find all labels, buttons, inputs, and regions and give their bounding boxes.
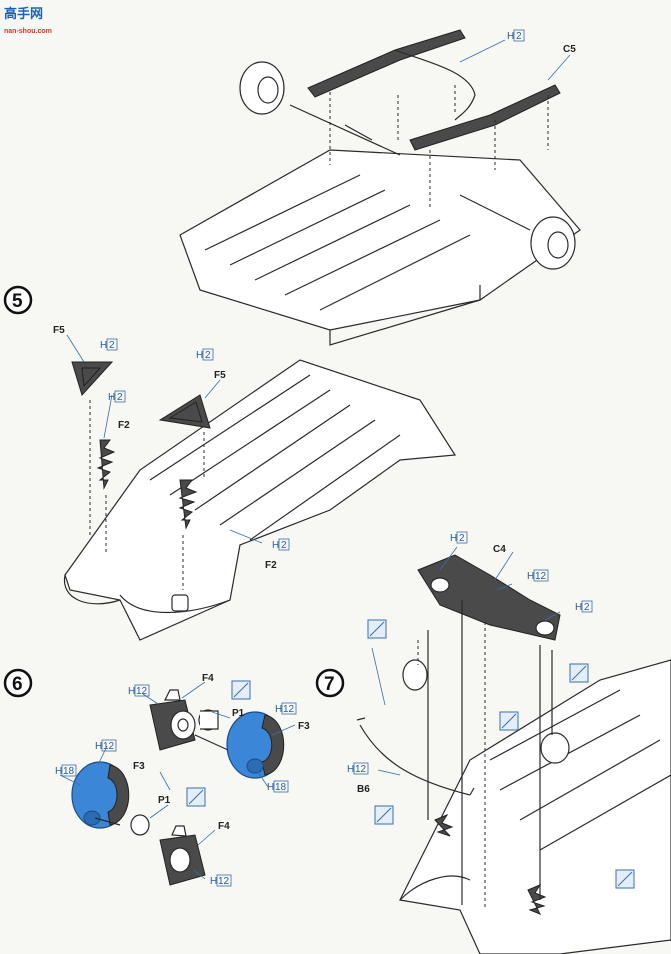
c4-crossmember bbox=[417, 554, 561, 641]
part-label-f5-mid: F5 bbox=[214, 370, 226, 381]
svg-text:2: 2 bbox=[205, 350, 211, 361]
step6-code-h12-left: H 12 bbox=[95, 739, 117, 752]
svg-text:H: H bbox=[196, 350, 203, 361]
chassis-rear-view bbox=[399, 659, 671, 954]
cement-warning-icon bbox=[374, 805, 394, 825]
step-5-badge: 5 bbox=[3, 285, 33, 315]
step4-label-h2-top: H 2 bbox=[507, 29, 525, 42]
paint-code-number: 2 bbox=[516, 31, 522, 42]
cement-warning-icon bbox=[569, 663, 589, 683]
chassis-floor-top bbox=[179, 149, 581, 331]
step-4-illustration bbox=[179, 29, 581, 346]
svg-text:2: 2 bbox=[109, 340, 115, 351]
watermark-url: nan-shou.com bbox=[4, 28, 52, 35]
part-label-f2-bottom: F2 bbox=[265, 560, 277, 571]
part-label-f4-bottom: F4 bbox=[218, 821, 230, 832]
step6-code-h12-top: H 12 bbox=[128, 684, 150, 697]
svg-text:2: 2 bbox=[117, 392, 123, 403]
step-5-number: 5 bbox=[12, 291, 23, 312]
svg-text:12: 12 bbox=[218, 876, 230, 887]
part-label-p1-top: P1 bbox=[232, 708, 245, 719]
part-label-p1-left: P1 bbox=[158, 795, 171, 806]
svg-text:H: H bbox=[527, 571, 534, 582]
part-label-c4: C4 bbox=[493, 544, 506, 555]
watermark-logo-text: 高手网 bbox=[4, 6, 43, 21]
part-label-f3-left: F3 bbox=[133, 761, 145, 772]
svg-text:2: 2 bbox=[281, 540, 287, 551]
step5-code-f5-left: H 2 bbox=[100, 338, 118, 351]
svg-text:H: H bbox=[267, 782, 274, 793]
leaf-spring-lower bbox=[409, 84, 561, 151]
part-label-c5: C5 bbox=[563, 44, 576, 55]
step7-code-h2-b: H 2 bbox=[575, 600, 593, 613]
watermark-logo: 高手网 nan-shou.com bbox=[4, 6, 52, 35]
upright-right bbox=[540, 732, 570, 764]
cement-warning-icon bbox=[499, 711, 519, 731]
cement-warning-icon bbox=[367, 619, 387, 639]
f2-spring-mid bbox=[178, 479, 198, 530]
leaf-spring-upper bbox=[307, 29, 466, 98]
part-label-b6: B6 bbox=[357, 784, 370, 795]
f5-bracket-left bbox=[71, 361, 114, 396]
step6-code-h18-left: H 18 bbox=[55, 764, 77, 777]
step-6-badge: 6 bbox=[3, 668, 33, 698]
step-7-illustration bbox=[356, 546, 671, 954]
cement-warning-icon bbox=[231, 680, 251, 700]
step7-code-h2-a: H 2 bbox=[450, 531, 468, 544]
p1-poly-cap-bottom bbox=[130, 814, 150, 836]
f2-spring-left bbox=[96, 439, 116, 490]
svg-text:2: 2 bbox=[459, 533, 465, 544]
stabilizer-bar-b6 bbox=[359, 724, 471, 796]
svg-text:12: 12 bbox=[535, 571, 547, 582]
svg-text:18: 18 bbox=[275, 782, 287, 793]
f5-bracket-mid bbox=[158, 394, 211, 429]
part-label-f3-right: F3 bbox=[298, 721, 310, 732]
upright-left bbox=[402, 659, 428, 691]
svg-text:H: H bbox=[275, 704, 282, 715]
svg-text:H: H bbox=[210, 876, 217, 887]
svg-text:12: 12 bbox=[103, 741, 115, 752]
svg-text:12: 12 bbox=[355, 764, 367, 775]
step7-code-h12-a: H 12 bbox=[527, 569, 549, 582]
svg-text:H: H bbox=[55, 766, 62, 777]
step7-code-h12-b: H 12 bbox=[347, 762, 369, 775]
step5-code-f2-left: H 2 bbox=[108, 390, 126, 403]
step6-code-h12-bottom: H 12 bbox=[210, 874, 232, 887]
cement-warning-icon bbox=[615, 869, 635, 889]
step5-code-f5-mid: H 2 bbox=[196, 348, 214, 361]
step-7-badge: 7 bbox=[315, 668, 345, 698]
part-label-f5-left: F5 bbox=[53, 325, 65, 336]
svg-text:12: 12 bbox=[283, 704, 295, 715]
step-7-number: 7 bbox=[324, 674, 335, 695]
step5-code-f2-bottom: H 2 bbox=[272, 538, 290, 551]
svg-text:H: H bbox=[95, 741, 102, 752]
svg-text:H: H bbox=[450, 533, 457, 544]
svg-text:H: H bbox=[100, 340, 107, 351]
cement-warning-icon bbox=[186, 787, 206, 807]
svg-text:H: H bbox=[128, 686, 135, 697]
step6-code-h12-right: H 12 bbox=[275, 702, 297, 715]
step-6-illustration bbox=[59, 681, 296, 886]
step-5-illustration bbox=[63, 334, 457, 641]
svg-text:12: 12 bbox=[136, 686, 148, 697]
step6-code-h18-right: H 18 bbox=[267, 780, 289, 793]
svg-text:H: H bbox=[272, 540, 279, 551]
svg-text:2: 2 bbox=[584, 602, 590, 613]
svg-text:H: H bbox=[575, 602, 582, 613]
paint-code-prefix: H bbox=[507, 31, 514, 42]
part-label-f2-left: F2 bbox=[118, 420, 130, 431]
svg-text:H: H bbox=[108, 392, 115, 403]
step-6-number: 6 bbox=[12, 674, 23, 695]
svg-text:H: H bbox=[347, 764, 354, 775]
part-label-f4-top: F4 bbox=[202, 673, 214, 684]
svg-text:18: 18 bbox=[63, 766, 75, 777]
